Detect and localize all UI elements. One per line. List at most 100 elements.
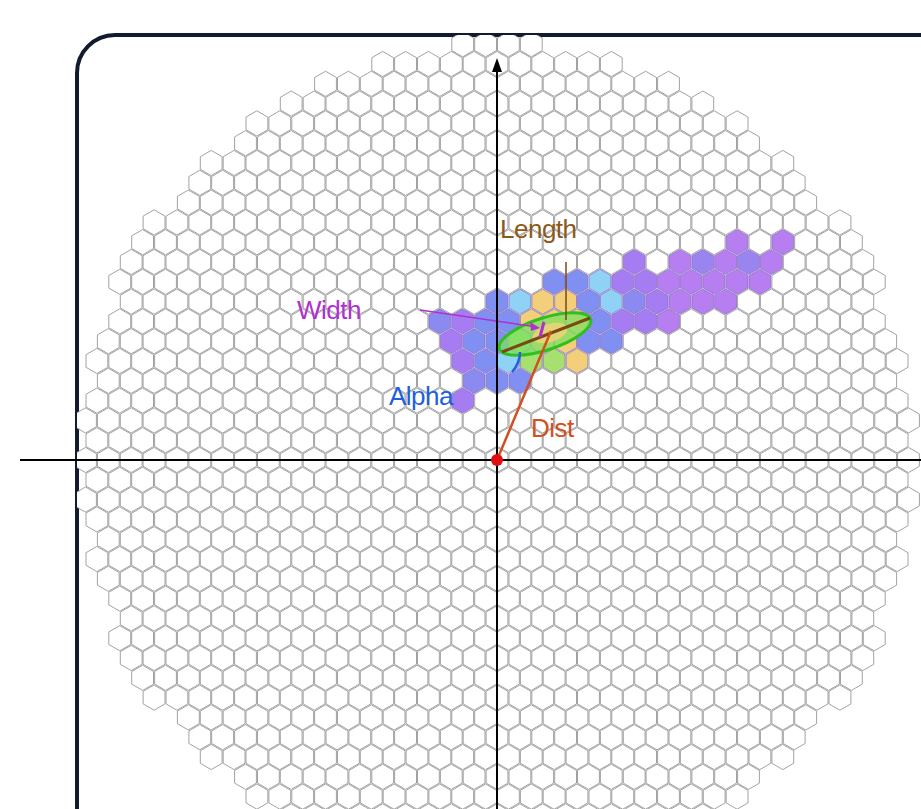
pixel-hex xyxy=(429,665,451,690)
pixel-hex xyxy=(646,249,668,274)
pixel-hex xyxy=(841,388,863,413)
pixel-hex xyxy=(338,388,360,413)
pixel-hex xyxy=(418,804,440,809)
alpha-label: Alpha xyxy=(389,383,453,409)
pixel-hex xyxy=(669,408,691,433)
pixel-hex xyxy=(772,230,794,255)
pixel-hex xyxy=(360,546,382,571)
pixel-hex xyxy=(635,546,657,571)
pixel-hex xyxy=(532,804,554,809)
pixel-hex xyxy=(543,348,565,373)
pixel-hex xyxy=(155,348,177,373)
pixel-hex xyxy=(795,626,817,651)
pixel-hex xyxy=(463,368,485,393)
pixel-hex xyxy=(132,586,154,611)
pixel-hex xyxy=(600,606,622,631)
pixel-hex xyxy=(520,190,542,215)
pixel-hex xyxy=(589,71,611,96)
pixel-hex xyxy=(452,546,474,571)
pixel-hex xyxy=(406,546,428,571)
pixel-hex xyxy=(463,804,485,809)
pixel-hex xyxy=(406,705,428,730)
pixel-hex xyxy=(269,784,291,809)
pixel-hex xyxy=(315,467,337,492)
pixel-hex xyxy=(235,764,257,789)
pixel-hex xyxy=(852,249,874,274)
pixel-hex xyxy=(429,744,451,769)
pixel-hex xyxy=(269,705,291,730)
pixel-hex xyxy=(760,645,782,670)
pixel-hex xyxy=(440,645,462,670)
pixel-hex xyxy=(258,289,280,314)
pixel-hex xyxy=(635,269,657,294)
pixel-hex xyxy=(543,269,565,294)
pixel-hex xyxy=(578,170,600,195)
pixel-hex xyxy=(589,665,611,690)
pixel-hex xyxy=(852,645,874,670)
pixel-hex xyxy=(772,388,794,413)
pixel-hex xyxy=(475,348,497,373)
pixel-hex xyxy=(635,71,657,96)
pixel-hex xyxy=(738,289,760,314)
pixel-hex xyxy=(566,467,588,492)
pixel-hex xyxy=(726,586,748,611)
pixel-hex xyxy=(600,329,622,354)
pixel-hex xyxy=(177,230,199,255)
pixel-hex xyxy=(623,91,645,116)
pixel-hex xyxy=(566,111,588,136)
pixel-hex xyxy=(783,527,805,552)
pixel-hex xyxy=(543,744,565,769)
pixel-hex xyxy=(166,685,188,710)
pixel-hex xyxy=(155,269,177,294)
pixel-hex xyxy=(738,329,760,354)
pixel-hex xyxy=(658,467,680,492)
pixel-hex xyxy=(646,408,668,433)
pixel-hex xyxy=(246,309,268,334)
pixel-hex xyxy=(109,586,131,611)
pixel-hex xyxy=(623,487,645,512)
pixel-hex xyxy=(429,586,451,611)
pixel-hex xyxy=(155,507,177,532)
pixel-hex xyxy=(440,685,462,710)
pixel-hex xyxy=(395,606,417,631)
pixel-hex xyxy=(772,626,794,651)
pixel-hex xyxy=(612,348,634,373)
pixel-hex xyxy=(200,546,222,571)
pixel-hex xyxy=(578,51,600,76)
pixel-hex xyxy=(372,725,394,750)
pixel-hex xyxy=(189,210,211,235)
pixel-hex xyxy=(886,467,908,492)
pixel-hex xyxy=(349,249,371,274)
pixel-hex xyxy=(875,566,897,591)
pixel-hex xyxy=(440,170,462,195)
pixel-hex xyxy=(246,150,268,175)
pixel-hex xyxy=(372,408,394,433)
pixel-hex xyxy=(669,329,691,354)
pixel-hex xyxy=(418,764,440,789)
pixel-hex xyxy=(646,685,668,710)
pixel-hex xyxy=(429,626,451,651)
pixel-hex xyxy=(418,487,440,512)
pixel-hex xyxy=(280,527,302,552)
pixel-hex xyxy=(509,566,531,591)
pixel-hex xyxy=(806,408,828,433)
pixel-hex xyxy=(303,91,325,116)
pixel-hex xyxy=(372,527,394,552)
pixel-hex xyxy=(738,527,760,552)
pixel-hex xyxy=(841,230,863,255)
pixel-hex xyxy=(372,170,394,195)
pixel-hex xyxy=(749,467,771,492)
pixel-hex xyxy=(429,546,451,571)
pixel-hex xyxy=(360,150,382,175)
pixel-hex xyxy=(429,111,451,136)
pixel-hex xyxy=(315,744,337,769)
pixel-hex xyxy=(566,665,588,690)
pixel-hex xyxy=(303,606,325,631)
pixel-hex xyxy=(658,388,680,413)
pixel-hex xyxy=(589,744,611,769)
pixel-hex xyxy=(715,764,737,789)
pixel-hex xyxy=(166,368,188,393)
pixel-hex xyxy=(829,487,851,512)
pixel-hex xyxy=(646,804,668,809)
pixel-hex xyxy=(829,527,851,552)
